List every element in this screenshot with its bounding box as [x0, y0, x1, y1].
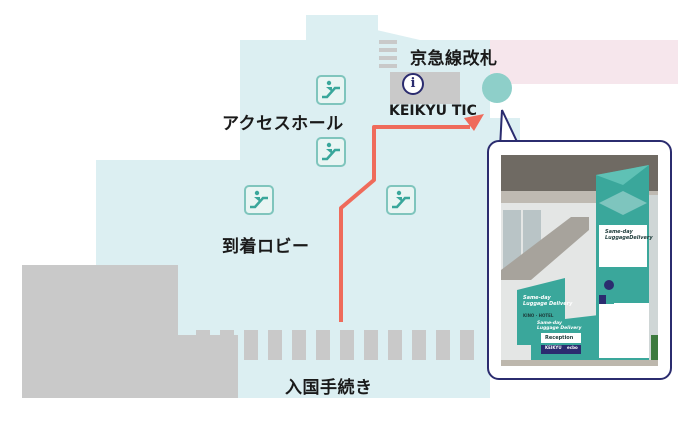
route-arrowhead	[464, 114, 484, 131]
tic-office	[390, 72, 460, 104]
ecbo-logo: ecbo	[613, 331, 640, 342]
immigration-counters	[196, 330, 474, 360]
desk-footer-logo-b: ecbo	[567, 345, 578, 350]
route-arrow	[339, 125, 470, 322]
escalator-icon	[316, 75, 346, 105]
restricted-area-left	[22, 265, 238, 398]
partner-logos: KINO · HOTEL	[523, 313, 554, 318]
arrival-lobby-area	[96, 160, 490, 270]
immigration-label: 入国手続き	[285, 378, 373, 398]
escalator-icon	[244, 185, 274, 215]
destination-marker	[482, 73, 512, 103]
gate-corridor-lower	[490, 62, 678, 84]
info-icon: i	[402, 73, 424, 95]
stairs	[379, 40, 397, 68]
access-hall-label: アクセスホール	[222, 114, 344, 134]
desk-footer-logo-a: KEIKYU	[545, 345, 562, 350]
tic-label: KEIKYU TIC	[389, 103, 477, 119]
escalator-icon	[386, 185, 416, 215]
gate-label: 京急線改札	[410, 49, 498, 69]
arrival-lobby-label: 到着ロビー	[222, 237, 310, 257]
reception-label: Reception	[545, 335, 574, 341]
escalator-icon	[316, 137, 346, 167]
